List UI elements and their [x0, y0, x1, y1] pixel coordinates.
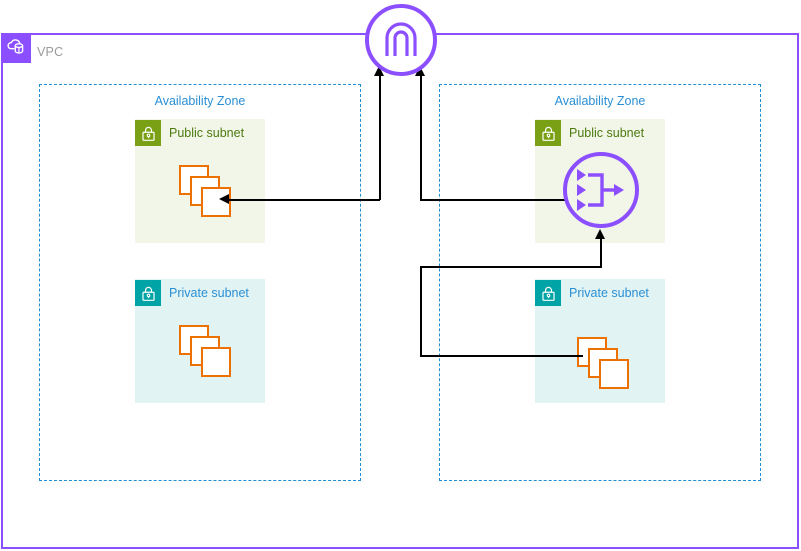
subnet-label: Private subnet [569, 286, 649, 300]
padlock-icon [535, 280, 561, 306]
arrow-head-up [595, 229, 605, 239]
vpc-cloud-icon [1, 33, 31, 63]
subnet-header: Public subnet [535, 119, 644, 147]
connector-igw-to-load-balancer [420, 76, 422, 200]
padlock-icon [135, 120, 161, 146]
padlock-icon [535, 120, 561, 146]
subnet-label: Public subnet [169, 126, 245, 140]
connector-private-to-load-balancer [420, 266, 602, 268]
connector-private-to-load-balancer [420, 266, 422, 356]
arrow-head-up [415, 66, 425, 76]
subnet-header: Private subnet [135, 279, 249, 307]
vpc-label: VPC [37, 45, 64, 59]
private-subnet-right: Private subnet [535, 279, 665, 403]
connector-igw-to-load-balancer [420, 199, 565, 201]
availability-zone-right: Availability Zone [439, 84, 761, 481]
elastic-load-balancer-icon [563, 152, 639, 228]
instance-stack-private-right [577, 337, 629, 389]
arrow-head-up [374, 66, 384, 76]
arrow-head-left [219, 194, 229, 204]
connector-igw-to-left-public [228, 199, 380, 201]
connector-private-to-load-balancer [600, 238, 602, 267]
availability-zone-label: Availability Zone [554, 94, 646, 108]
connector-private-to-load-balancer [420, 355, 583, 357]
instance-stack-public-left [179, 165, 231, 217]
connector-igw-to-left-public [379, 76, 381, 200]
padlock-icon [135, 280, 161, 306]
instance-stack-private-left [179, 325, 231, 377]
instance-icon [599, 359, 629, 389]
subnet-header: Public subnet [135, 119, 244, 147]
instance-icon [201, 347, 231, 377]
subnet-label: Private subnet [169, 286, 249, 300]
internet-gateway-icon [365, 4, 437, 76]
vpc-container [1, 33, 799, 549]
subnet-label: Public subnet [569, 126, 645, 140]
subnet-header: Private subnet [535, 279, 649, 307]
availability-zone-left: Availability Zone [39, 84, 361, 481]
availability-zone-label: Availability Zone [154, 94, 246, 108]
